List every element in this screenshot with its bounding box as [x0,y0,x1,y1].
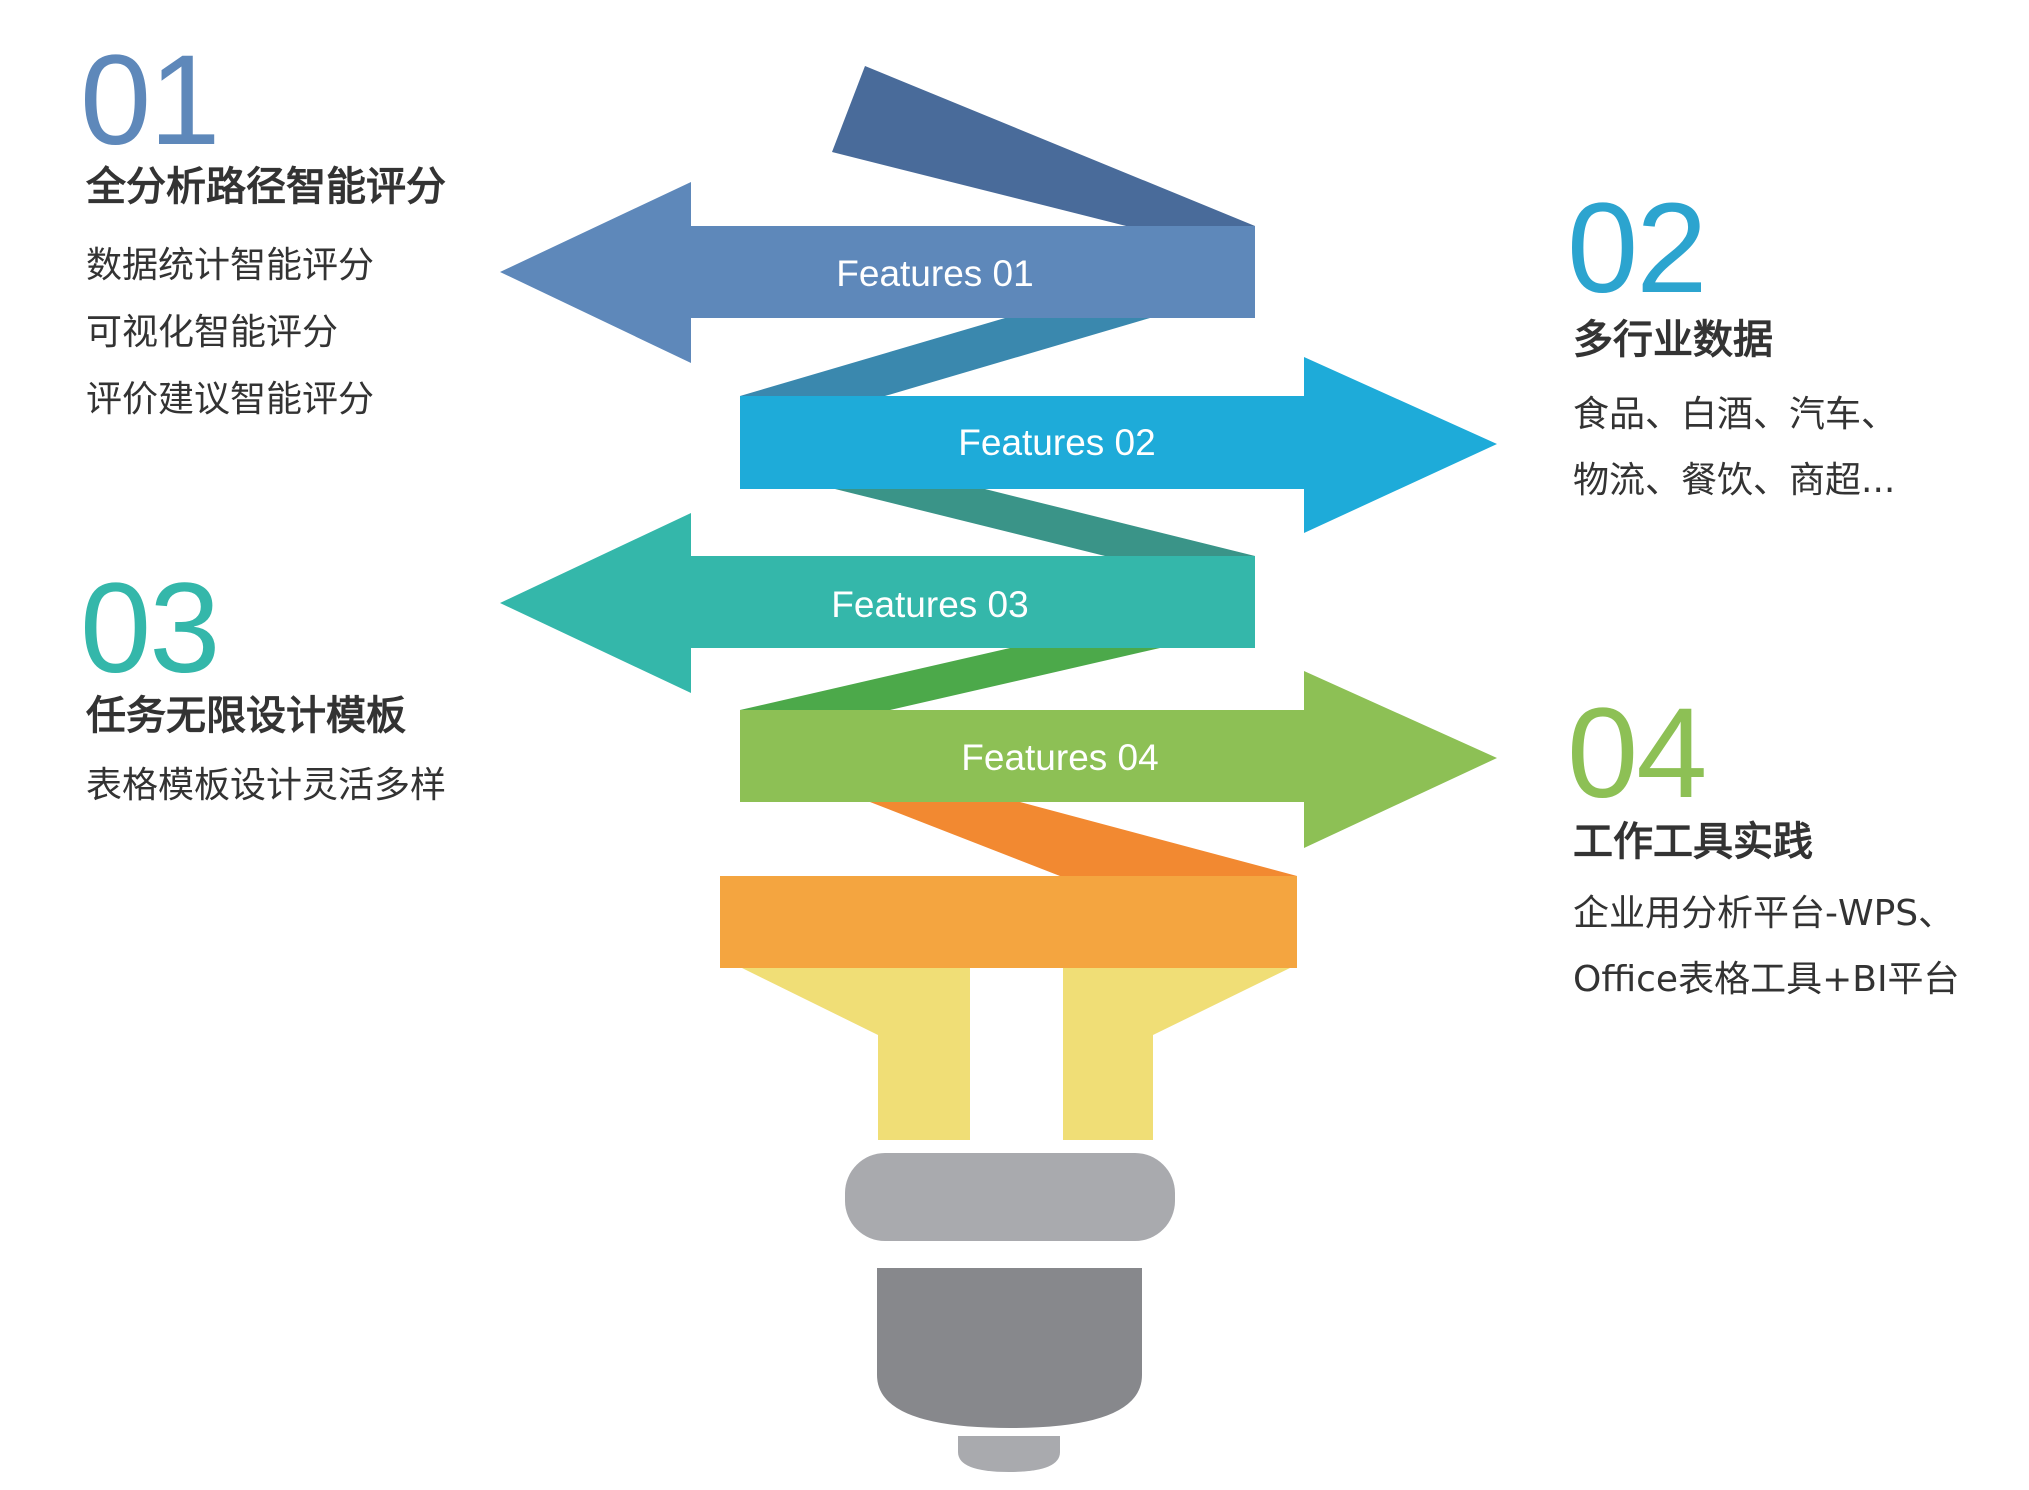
feature-04-heading: 工作工具实践 [1573,819,1813,865]
feature-04-line-1: 企业用分析平台-WPS、 [1573,893,1955,934]
feature-02-line-1: 食品、白酒、汽车、 [1573,394,1898,435]
feature-03-heading: 任务无限设计模板 [86,693,406,739]
feature-arrow-02-label: Features 02 [958,422,1155,463]
feature-01-number: 01 [80,29,220,172]
feature-02-line-2: 物流、餐饮、商超... [1573,460,1896,501]
feature-03-line-1: 表格模板设计灵活多样 [86,765,447,806]
bulb-filament-right [1063,968,1290,1140]
top-ribbon-flap [832,66,1255,232]
bulb-neck-band [720,876,1297,968]
feature-arrow-04 [740,671,1497,848]
feature-arrow-04-label: Features 04 [961,737,1158,778]
ribbon-fold-3 [740,648,1160,710]
feature-01-heading: 全分析路径智能评分 [86,164,446,210]
feature-02-heading: 多行业数据 [1573,317,1773,363]
feature-01-line-3: 评价建议智能评分 [86,379,375,420]
feature-02-number: 02 [1567,177,1707,320]
feature-04-number: 04 [1567,682,1707,825]
ribbon-fold-4 [870,802,1297,876]
feature-04-line-2: Office表格工具+BI平台 [1573,959,1960,1000]
bulb-cap-tip [958,1436,1060,1472]
feature-arrow-01 [500,182,1255,363]
feature-arrow-01-label: Features 01 [836,253,1033,294]
bulb-cap-ring [845,1153,1175,1241]
feature-01-line-2: 可视化智能评分 [86,312,339,353]
ribbon-fold-2 [835,489,1255,556]
bulb-filament-left [742,968,970,1140]
bulb-cap-base [877,1268,1142,1428]
feature-03-number: 03 [80,557,220,700]
feature-arrow-03-label: Features 03 [831,584,1028,625]
ribbon-fold-1 [740,318,1150,396]
feature-01-line-1: 数据统计智能评分 [86,245,375,286]
